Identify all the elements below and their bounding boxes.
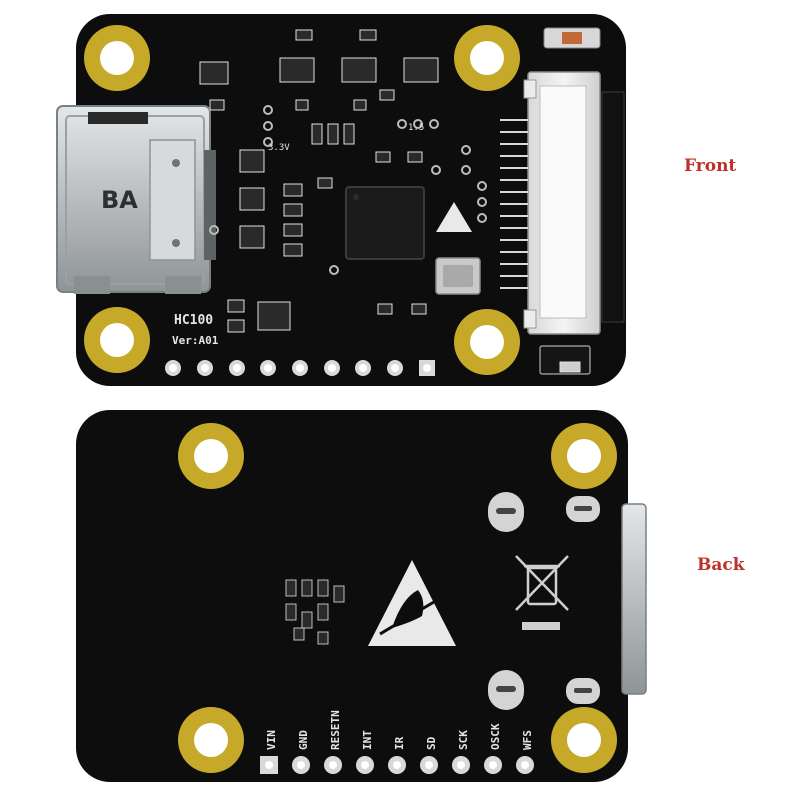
fpc-pins	[500, 119, 528, 289]
pin-label: GND	[297, 730, 310, 750]
silk-3v3: 3.3V	[268, 143, 290, 153]
back-components	[285, 579, 345, 645]
version-label: Ver:A01	[172, 334, 219, 347]
back-header-holes	[260, 756, 534, 774]
model-label: HC100	[174, 313, 213, 328]
main-chip	[345, 186, 425, 260]
weee-bin-icon	[515, 555, 569, 630]
back-pcb	[76, 410, 628, 782]
fpc-connector	[523, 27, 625, 375]
smd-components	[199, 29, 581, 373]
esd-warning-icon	[436, 202, 472, 232]
front-mounting-holes	[84, 25, 520, 375]
pin-label: INT	[361, 730, 374, 750]
pin-label: OSCK	[489, 723, 502, 750]
slotted-pads	[488, 492, 600, 710]
pin-label: SD	[425, 736, 438, 750]
back-mounting-holes	[178, 423, 617, 773]
back-label: Back	[697, 555, 745, 575]
silk-1v5: 1.5	[408, 123, 424, 133]
hdmi-connector	[56, 105, 216, 294]
pin-label: WFS	[521, 730, 534, 750]
pin-label: IR	[393, 736, 406, 750]
pin-label: RESETN	[329, 710, 342, 750]
front-board: BA	[56, 14, 626, 386]
hdmi-marking: BA	[101, 186, 138, 214]
back-board: VIN GND RESETN INT IR SD SCK OSCK WFS	[76, 410, 647, 782]
front-header-holes	[165, 360, 435, 376]
front-vias	[209, 105, 487, 275]
hdmi-connector-edge	[621, 503, 647, 695]
front-label: Front	[684, 156, 737, 176]
pin-label: SCK	[457, 730, 470, 750]
pin-labels: VIN GND RESETN INT IR SD SCK OSCK WFS	[265, 710, 534, 750]
esd-warning-large-icon	[368, 560, 456, 646]
pin-label: VIN	[265, 730, 278, 750]
